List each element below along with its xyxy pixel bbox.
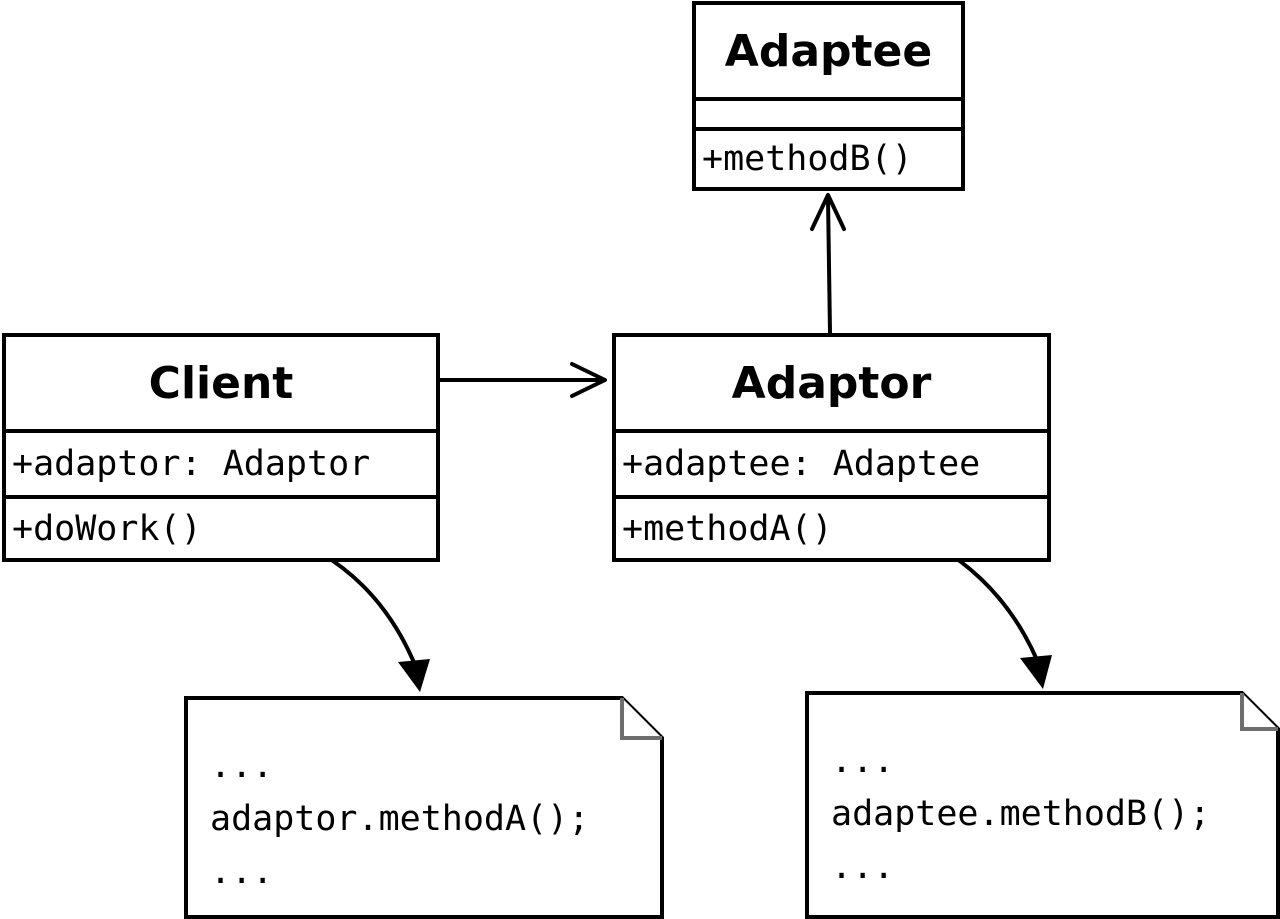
note-line: ... bbox=[831, 847, 895, 887]
adaptor-note-arrowhead bbox=[1020, 655, 1052, 689]
adaptee-class: Adaptee +methodB() bbox=[692, 1, 965, 191]
adaptor-class-name: Adaptor bbox=[616, 337, 1047, 433]
note-shape bbox=[805, 691, 1280, 919]
client-class: Client +adaptor: Adaptor +doWork() bbox=[2, 333, 440, 562]
note-line: adaptor.methodA(); bbox=[210, 799, 590, 839]
note-shape bbox=[184, 696, 664, 919]
client-attribute: +adaptor: Adaptor bbox=[6, 433, 436, 499]
note-line: ... bbox=[210, 852, 274, 892]
note-fold-corner bbox=[1240, 693, 1278, 731]
client-note-arrowhead bbox=[398, 659, 430, 692]
client-class-name: Client bbox=[6, 337, 436, 433]
note-fold-corner bbox=[620, 698, 662, 740]
adaptor-code-note: ... adaptee.methodB(); ... bbox=[805, 691, 1280, 919]
note-line: adaptee.methodB(); bbox=[831, 794, 1211, 834]
adaptor-attribute: +adaptee: Adaptee bbox=[616, 433, 1047, 499]
note-line: ... bbox=[831, 741, 895, 781]
client-operation: +doWork() bbox=[12, 508, 202, 549]
client-to-adaptor-arrowhead bbox=[570, 362, 607, 398]
client-code-note: ... adaptor.methodA(); ... bbox=[184, 696, 664, 919]
note-line: ... bbox=[210, 746, 274, 786]
adaptee-operation: +methodB() bbox=[702, 139, 913, 179]
adaptor-operation: +methodA() bbox=[622, 508, 833, 549]
adaptor-class: Adaptor +adaptee: Adaptee +methodA() bbox=[612, 333, 1051, 562]
adaptee-class-name: Adaptee bbox=[696, 5, 961, 101]
adaptor-to-adaptee-line bbox=[826, 196, 832, 335]
adaptee-attributes bbox=[696, 101, 961, 131]
adaptor-to-adaptee-arrowhead bbox=[810, 193, 846, 231]
